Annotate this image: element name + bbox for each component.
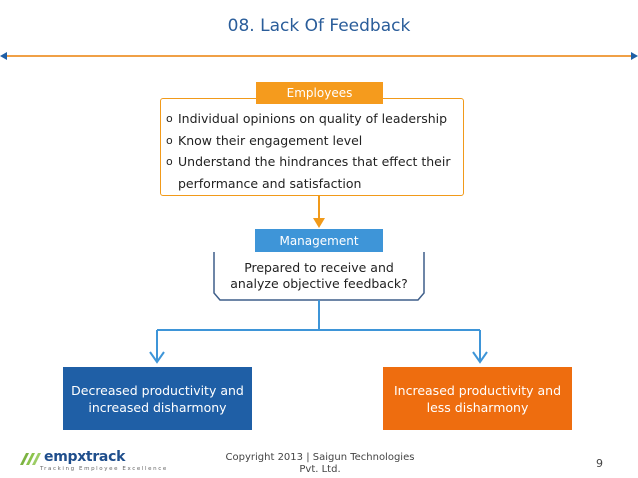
copyright-text: Copyright 2013 | Saigun Technologies Pvt… xyxy=(222,452,418,476)
logo-tagline: Tracking Employee Excellence xyxy=(40,466,168,472)
employees-box xyxy=(160,98,464,196)
outcome-increased-box: Increased productivity and less disharmo… xyxy=(383,367,572,430)
bullet-text: Know their engagement level xyxy=(178,132,363,148)
bullet-icon: o xyxy=(166,133,173,147)
outcome-text: less disharmony xyxy=(426,399,529,415)
list-item: o Individual opinions on quality of lead… xyxy=(166,108,460,130)
outcome-text: Increased productivity and xyxy=(393,382,562,398)
bullet-continuation: performance and satisfaction xyxy=(178,175,362,191)
management-label: Management xyxy=(255,229,383,252)
title-divider xyxy=(0,52,638,60)
slide-title: 08. Lack Of Feedback xyxy=(227,16,411,36)
outcome-text: Decreased productivity and xyxy=(71,382,244,398)
page-number: 9 xyxy=(596,457,603,470)
copyright-line: Pvt. Ltd. xyxy=(299,464,341,475)
outcome-text: increased disharmony xyxy=(88,399,227,415)
empxtrack-logo-icon xyxy=(20,453,41,465)
logo-name: empxtrack xyxy=(44,449,126,465)
outcome-decreased-box: Decreased productivity and increased dis… xyxy=(63,367,252,430)
list-item: o Know their engagement level xyxy=(166,130,460,152)
management-question: Prepared to receive and analyze objectiv… xyxy=(214,260,424,292)
bullet-icon: o xyxy=(166,112,173,125)
employees-label: Employees xyxy=(256,82,383,104)
management-question-line: analyze objective feedback? xyxy=(230,276,408,291)
employees-bullet-list: o Individual opinions on quality of lead… xyxy=(166,108,460,194)
copyright-line: Copyright 2013 | Saigun Technologies xyxy=(225,452,415,463)
bullet-text: Individual opinions on quality of leader… xyxy=(178,111,448,126)
bullet-icon: o xyxy=(166,155,173,168)
bullet-text: Understand the hindrances that effect th… xyxy=(178,154,451,169)
list-item: o Understand the hindrances that effect … xyxy=(166,151,460,173)
management-question-line: Prepared to receive and xyxy=(244,260,394,275)
